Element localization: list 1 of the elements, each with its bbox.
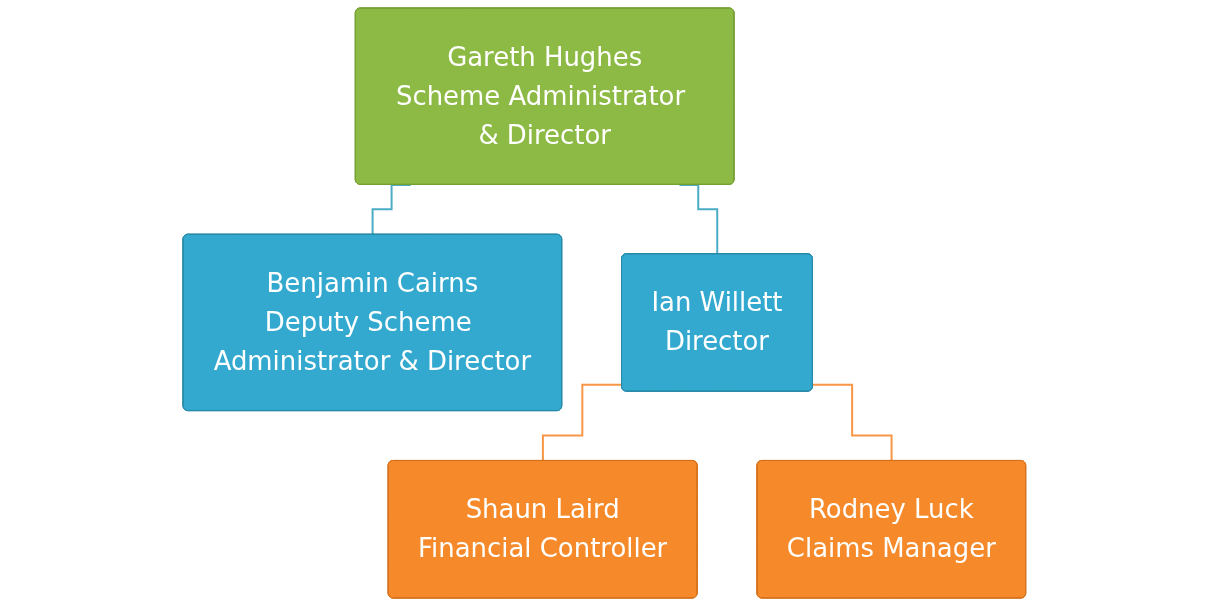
connector xyxy=(812,383,893,462)
